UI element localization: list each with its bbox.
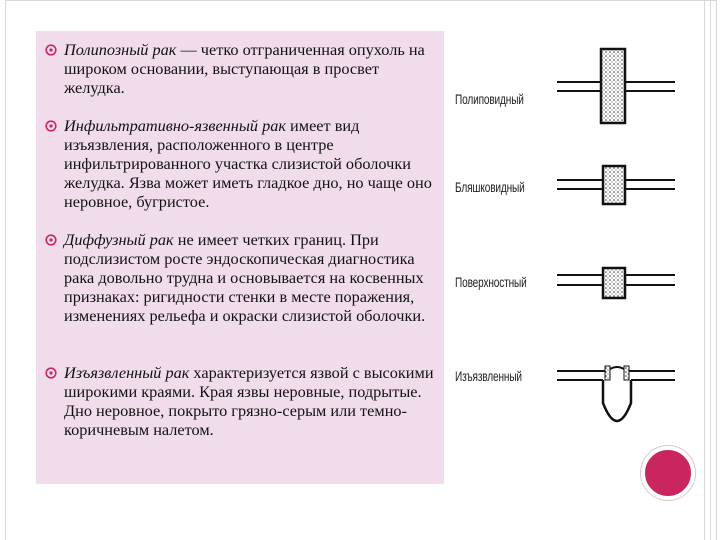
label-polypoid: Полиповидный bbox=[455, 91, 524, 107]
label-ulcerated: Изъязвленный bbox=[455, 368, 522, 384]
item-text: Диффузный рак не имеет четких границ. Пр… bbox=[64, 230, 426, 325]
slide-frame-right bbox=[716, 0, 717, 540]
polypoid-schematic bbox=[557, 47, 675, 125]
item-text: Полипозный рак — четко отграниченная опу… bbox=[64, 40, 425, 97]
slide-frame-left bbox=[5, 0, 6, 540]
superficial-schematic bbox=[557, 266, 675, 300]
text-panel: Полипозный рак — четко отграниченная опу… bbox=[36, 31, 444, 484]
bullet-icon bbox=[45, 120, 57, 132]
ulcerated-schematic bbox=[557, 365, 675, 423]
tumor-types-diagram bbox=[557, 47, 675, 423]
slide-frame-right bbox=[704, 0, 705, 540]
bullet-icon bbox=[45, 234, 57, 246]
slide-frame-top bbox=[5, 0, 717, 1]
plaque-schematic bbox=[557, 164, 675, 206]
label-superficial: Поверхностный bbox=[455, 274, 527, 290]
item-text: Изъязвленный рак характеризуется язвой с… bbox=[64, 363, 434, 439]
bullet-icon bbox=[45, 367, 57, 379]
slide-frame-right bbox=[710, 0, 711, 540]
label-plaque: Бляшковидный bbox=[455, 179, 525, 195]
bullet-icon bbox=[45, 44, 57, 56]
decorative-circle bbox=[641, 446, 695, 500]
item-text: Инфильтративно-язвенный рак имеет вид из… bbox=[64, 116, 432, 211]
